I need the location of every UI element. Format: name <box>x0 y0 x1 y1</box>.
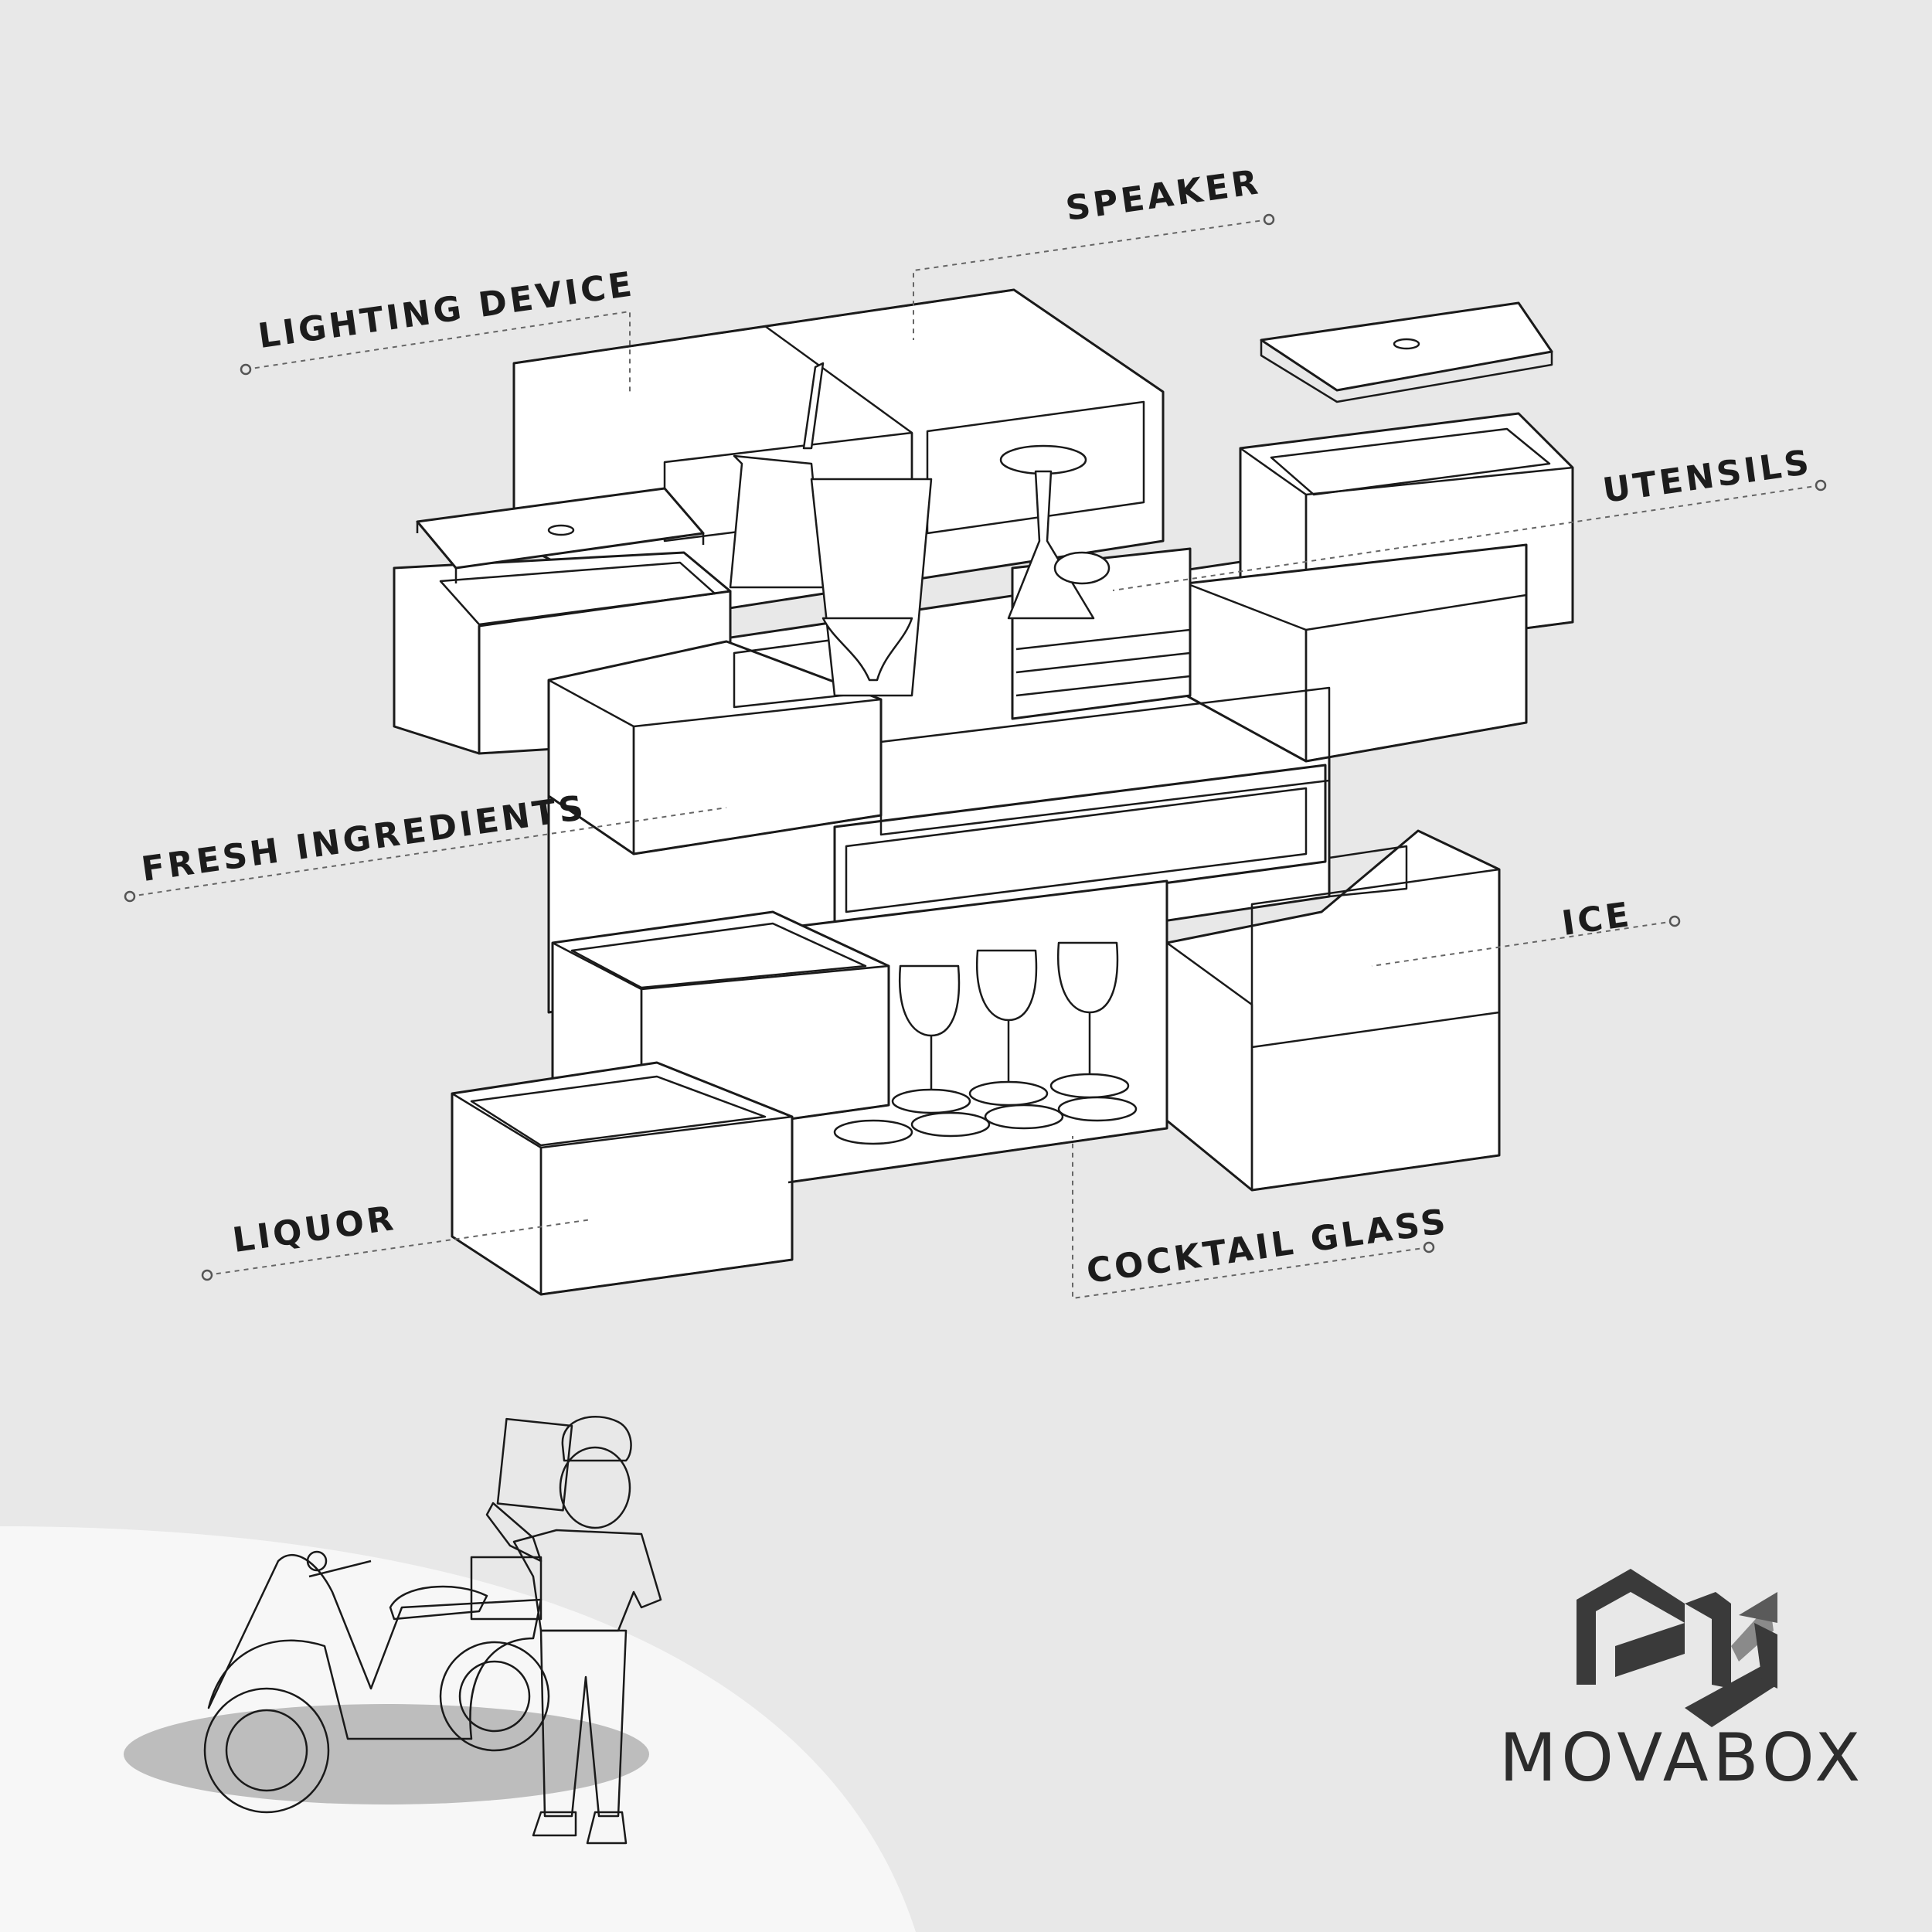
delivery-person-icon <box>485 1416 662 1845</box>
brand-name: MOVABOX <box>1499 1719 1866 1797</box>
cocktail-glasses <box>833 941 1138 1145</box>
scooter-icon <box>203 1550 550 1814</box>
leader-lines <box>124 213 1827 1300</box>
scooter-shadow <box>124 1704 649 1804</box>
movabox-cube-logo-icon <box>1577 1569 1777 1727</box>
utensil-items <box>729 362 1111 697</box>
bar-cabinet <box>393 288 1574 1296</box>
